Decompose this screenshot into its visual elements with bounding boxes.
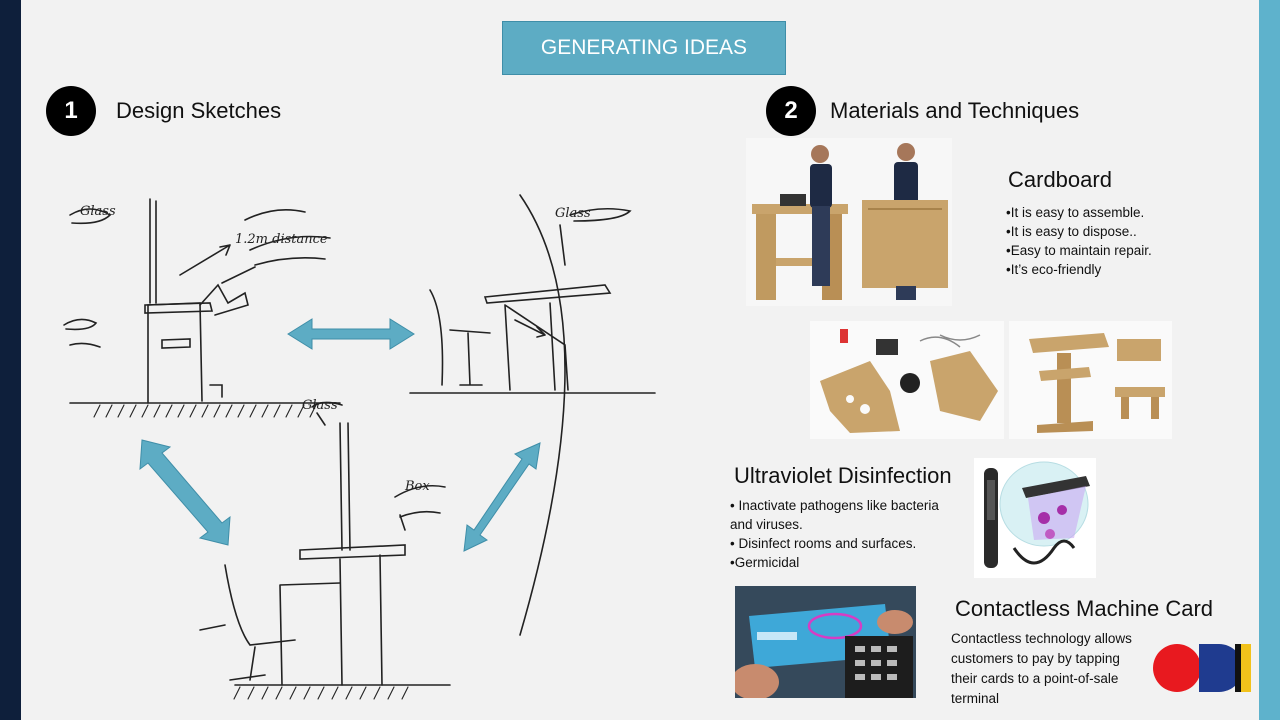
left-accent-bar [0,0,21,720]
contactless-card-photo [735,586,916,698]
contactless-line: customers to pay by tapping [951,651,1120,666]
uv-lamp-photo [974,458,1096,578]
uv-bullet: • Inactivate pathogens like bacteria [730,498,939,513]
cardboard-bullets: •It is easy to assemble. •It is easy to … [1006,203,1152,279]
section-number-1: 1 [46,86,96,136]
cardboard-kit-photo [810,321,1004,439]
cardboard-title: Cardboard [1008,167,1112,192]
materials-heading: Materials and Techniques [830,98,1080,123]
uv-title: Ultraviolet Disinfection [734,463,952,488]
sketch-note-glass-3: Glass [302,398,338,413]
section-number-2: 2 [766,86,816,136]
uv-bullet: and viruses. [730,517,803,532]
cardboard-bullet: •It is easy to assemble. [1006,205,1145,220]
cardboard-bullet: •It is easy to dispose.. [1006,224,1137,239]
contactless-title: Contactless Machine Card [955,596,1214,621]
uv-bullet: • Disinfect rooms and surfaces. [730,536,917,551]
brand-logo-icon [1153,644,1251,692]
uv-bullet: •Germicidal [730,555,800,570]
cardboard-stool-photo [1009,321,1172,439]
cardboard-bullet: •It’s eco-friendly [1006,262,1102,277]
design-sketch-drawing: Glass Glass Glass Box 1.2m distance [63,194,656,700]
sketch-note-box: Box [404,479,430,494]
design-sketches-heading: Design Sketches [116,98,282,123]
cardboard-bullet: •Easy to maintain repair. [1006,243,1152,258]
uv-bullets: • Inactivate pathogens like bacteria and… [730,496,939,572]
contactless-line: Contactless technology allows [951,631,1132,646]
right-accent-bar [1259,0,1280,720]
contactless-description: Contactless technology allows customers … [951,629,1132,709]
contactless-line: terminal [951,691,1000,706]
sketch-note-distance: 1.2m distance [235,232,328,247]
slide-title: GENERATING IDEAS [502,21,786,75]
sketch-note-glass-2: Glass [555,206,591,221]
contactless-line: their cards to a point-of-sale [951,671,1119,686]
cardboard-desk-photo [746,138,952,306]
sketch-note-glass: Glass [80,204,116,219]
